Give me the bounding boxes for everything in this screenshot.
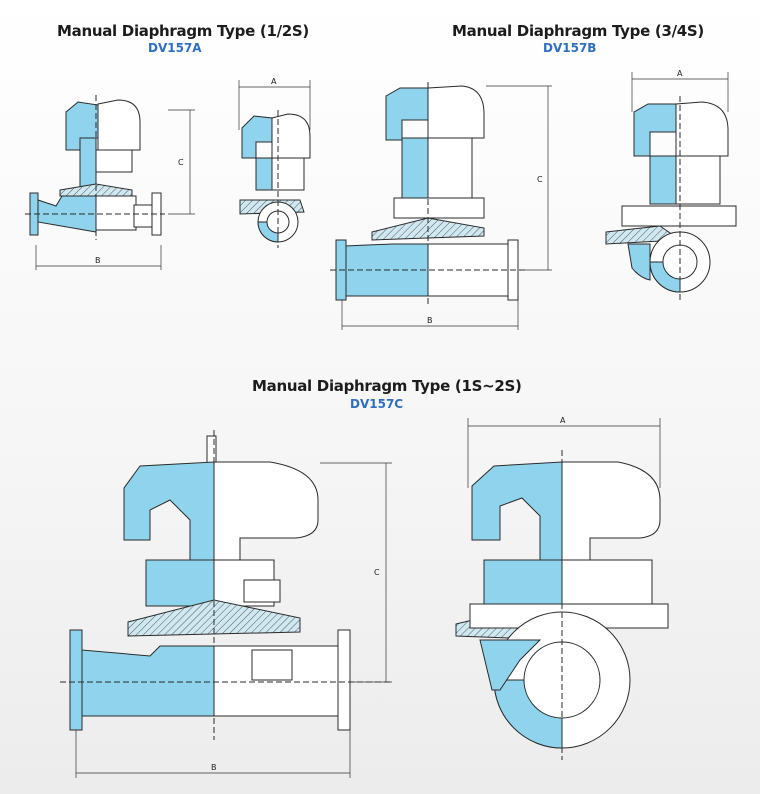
dv157b-front-dimension: [631, 72, 729, 112]
dv157a-dimension-lines: [35, 109, 195, 270]
model-code-dv157c: DV157C: [350, 397, 404, 411]
dv157a-dim-a-label: A: [271, 77, 277, 86]
dv157a-dim-c-label: C: [178, 158, 184, 167]
dv157c-front-dimension: [467, 418, 661, 488]
model-code-dv157a: DV157A: [148, 41, 202, 55]
dv157c-dim-b-label: B: [211, 763, 217, 772]
section-title-dv157a: Manual Diaphragm Type (1/2S): [57, 22, 309, 40]
dv157b-front-view: [605, 96, 737, 300]
dv157c-dimension-lines: [75, 462, 392, 778]
dv157a-side-view: [25, 95, 165, 240]
dv157b-dim-a-label: A: [677, 69, 683, 78]
dv157c-front-view: [455, 450, 669, 760]
model-code-dv157b: DV157B: [543, 41, 597, 55]
dv157c-dim-c-label: C: [374, 568, 380, 577]
dv157a-front-dimension: [238, 80, 311, 130]
dv157c-side-view: [60, 430, 390, 740]
dv157b-dim-c-label: C: [537, 175, 543, 184]
dv157c-dim-a-label: A: [560, 416, 566, 425]
section-title-dv157b: Manual Diaphragm Type (3/4S): [452, 22, 704, 40]
section-title-dv157c: Manual Diaphragm Type (1S~2S): [252, 377, 522, 395]
dv157b-side-view: [330, 82, 525, 305]
dv157a-dim-b-label: B: [95, 256, 101, 265]
dv157b-dim-b-label: B: [427, 316, 433, 325]
dv157b-dimension-lines: [341, 85, 552, 330]
dv157a-front-view: [239, 110, 311, 248]
